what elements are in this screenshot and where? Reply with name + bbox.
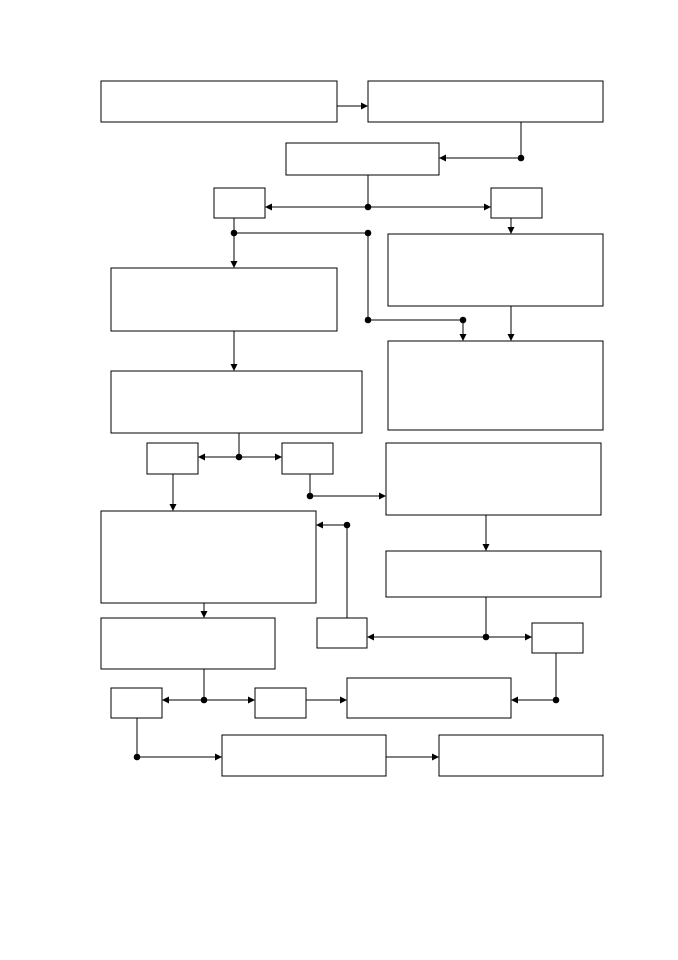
- arrowhead-right: [361, 102, 368, 110]
- connector-line: [368, 319, 464, 335]
- junction-dot: [343, 521, 351, 529]
- connector-line: [309, 474, 380, 497]
- box-b8: [387, 340, 604, 431]
- connector-line: [322, 524, 348, 618]
- box-b16: [316, 617, 368, 649]
- arrowhead-right: [340, 696, 347, 704]
- arrowhead-right: [432, 753, 439, 761]
- arrowhead-left: [316, 521, 323, 529]
- junction-dot: [133, 753, 141, 761]
- arrowhead-down: [200, 611, 208, 618]
- arrowhead-right: [248, 696, 255, 704]
- arrowhead-right: [215, 753, 222, 761]
- arrowhead-left: [439, 154, 446, 162]
- box-b1: [100, 80, 338, 123]
- arrowhead-down: [230, 364, 238, 371]
- arrowhead-left: [198, 453, 205, 461]
- connector-line: [445, 122, 522, 159]
- arrowheads: [162, 102, 532, 761]
- arrowhead-down: [459, 334, 467, 341]
- arrowhead-right: [484, 203, 491, 211]
- arrowhead-right: [525, 633, 532, 641]
- arrowhead-down: [507, 334, 515, 341]
- box-b17: [531, 622, 584, 654]
- box-b14: [385, 550, 602, 598]
- junction-dot: [364, 203, 372, 211]
- arrowhead-left: [511, 696, 518, 704]
- arrowhead-right: [275, 453, 282, 461]
- junction-dot: [364, 316, 372, 324]
- arrowhead-down: [169, 504, 177, 511]
- box-b15: [100, 617, 276, 670]
- junction-dots: [133, 154, 560, 761]
- box-b13: [100, 510, 317, 604]
- arrowhead-left: [162, 696, 169, 704]
- box-b20: [346, 677, 512, 719]
- connector-line: [136, 718, 216, 758]
- box-b19: [254, 687, 307, 719]
- box-b11: [281, 442, 334, 475]
- junction-dot: [306, 492, 314, 500]
- junction-dot: [364, 229, 372, 237]
- junction-dot: [235, 453, 243, 461]
- arrowhead-down: [482, 544, 490, 551]
- junction-dot: [200, 696, 208, 704]
- arrowhead-left: [367, 633, 374, 641]
- junction-dot: [517, 154, 525, 162]
- junction-dot: [459, 316, 467, 324]
- box-b12: [385, 442, 602, 516]
- box-b3: [285, 142, 440, 176]
- box-b2: [367, 80, 604, 123]
- box-b21: [221, 734, 387, 777]
- box-b18: [110, 687, 163, 719]
- boxes: [100, 80, 604, 777]
- box-b4: [213, 187, 266, 219]
- box-b5: [490, 187, 543, 219]
- arrowhead-down: [230, 261, 238, 268]
- junction-dot: [552, 696, 560, 704]
- box-b6: [110, 267, 338, 332]
- box-b9: [110, 370, 363, 434]
- box-b10: [146, 442, 199, 475]
- arrowhead-down: [507, 227, 515, 234]
- junction-dot: [482, 633, 490, 641]
- box-b7: [387, 233, 604, 307]
- arrowhead-right: [379, 492, 386, 500]
- connector-line: [517, 653, 557, 701]
- arrowhead-left: [265, 203, 272, 211]
- box-b22: [438, 734, 604, 777]
- junction-dot: [230, 229, 238, 237]
